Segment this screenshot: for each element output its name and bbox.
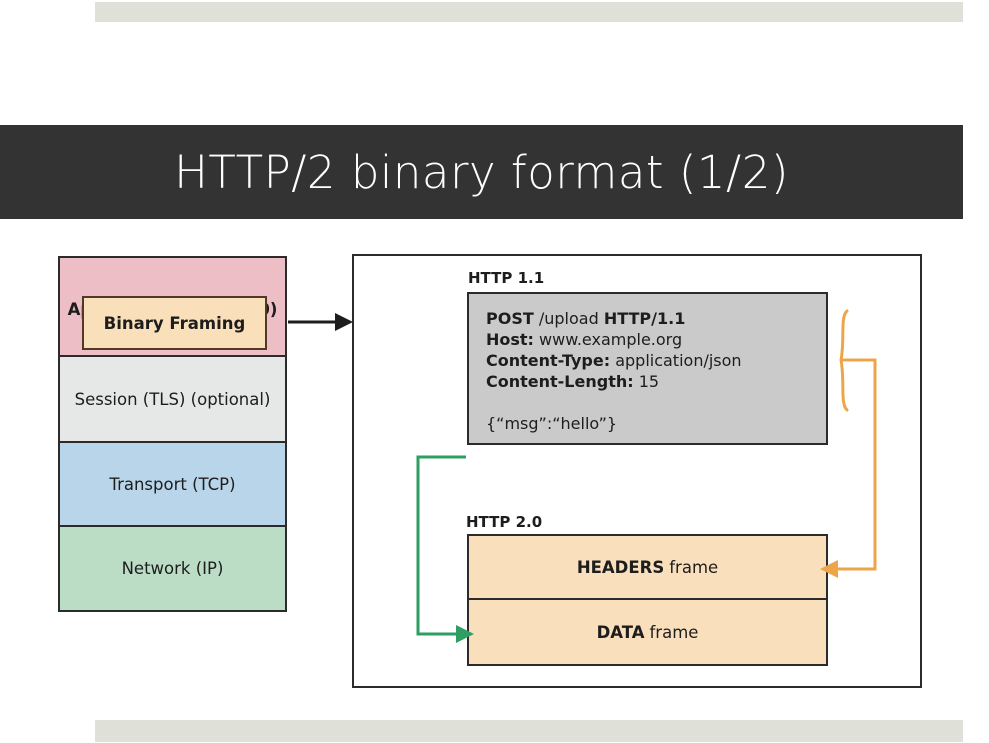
request-method: POST [486, 309, 534, 328]
request-body: {“msg”:“hello”} [486, 414, 618, 433]
http11-request-box: POST /upload HTTP/1.1 Host: www.example.… [467, 292, 828, 445]
stack-layer-session: Session (TLS) (optional) [60, 357, 285, 443]
slide-title-bar: HTTP/2 binary format (1/2) [0, 125, 963, 219]
header-host-value: www.example.org [533, 330, 683, 349]
request-header-host: Host: www.example.org [486, 329, 826, 350]
http11-section-label: HTTP 1.1 [468, 269, 545, 287]
stack-layer-transport: Transport (TCP) [60, 443, 285, 527]
request-path: /upload [533, 309, 604, 328]
slide-bottom-band [95, 720, 963, 742]
data-frame-name: DATA [596, 622, 645, 642]
black-arrow-icon [288, 313, 353, 331]
stack-layer-application: Application (HTTP 2.0) Binary Framing [60, 258, 285, 357]
header-host-key: Host: [486, 330, 534, 349]
diagram-panel: HTTP 1.1 POST /upload HTTP/1.1 Host: www… [352, 254, 922, 688]
stack-layer-binary-framing: Binary Framing [82, 296, 267, 350]
request-version: HTTP/1.1 [603, 309, 686, 328]
http20-section-label: HTTP 2.0 [466, 513, 543, 531]
protocol-stack: Application (HTTP 2.0) Binary Framing Se… [58, 256, 287, 612]
request-line-method: POST /upload HTTP/1.1 [486, 308, 826, 329]
request-header-content-type: Content-Type: application/json [486, 350, 826, 371]
header-content-type-value: application/json [610, 351, 742, 370]
request-header-content-length: Content-Length: 15 [486, 371, 826, 392]
page-title: HTTP/2 binary format (1/2) [174, 145, 789, 199]
headers-frame-name: HEADERS [576, 557, 665, 577]
data-frame-suffix: frame [649, 622, 699, 642]
headers-frame-suffix: frame [669, 557, 719, 577]
header-content-length-key: Content-Length: [486, 372, 634, 391]
header-content-length-value: 15 [633, 372, 660, 391]
stack-layer-network: Network (IP) [60, 527, 285, 610]
slide-top-band [95, 2, 963, 22]
header-content-type-key: Content-Type: [486, 351, 611, 370]
